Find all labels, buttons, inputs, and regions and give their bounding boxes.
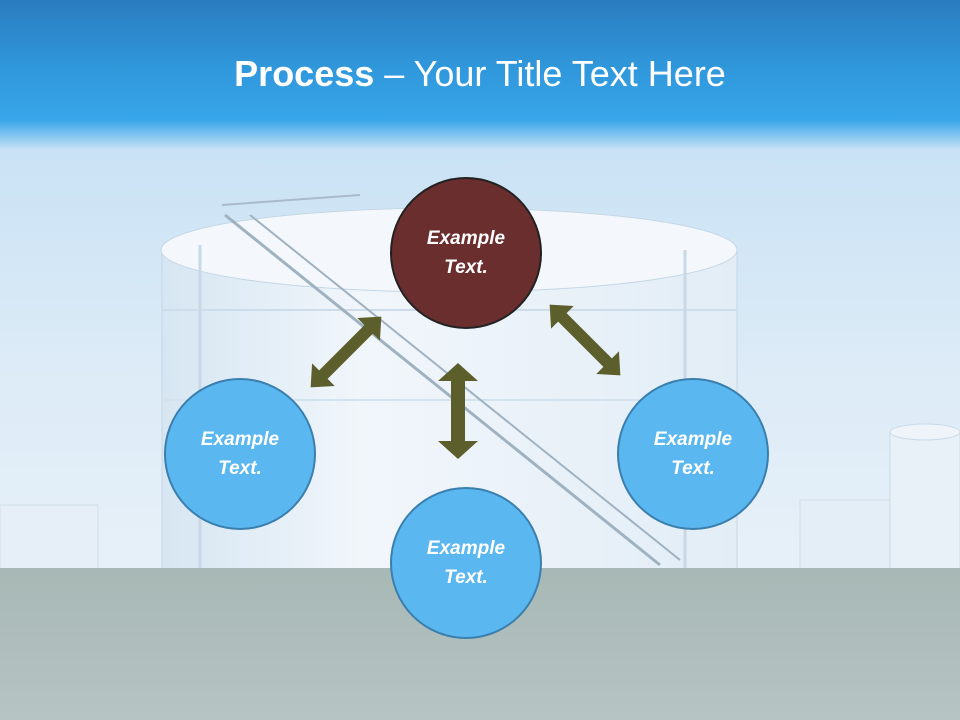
process-node-left-label: Example Text. (200, 429, 280, 479)
process-node-right[interactable]: Example Text. (617, 378, 769, 530)
process-node-bottom-label: Example Text. (426, 538, 506, 588)
title-bold-part: Process (234, 53, 375, 94)
process-node-top[interactable]: Example Text. (390, 177, 542, 329)
process-node-right-label: Example Text. (653, 429, 733, 479)
title-rest-part: – Your Title Text Here (374, 53, 726, 94)
process-node-left[interactable]: Example Text. (164, 378, 316, 530)
slide-title: Process – Your Title Text Here (0, 52, 960, 96)
title-band (0, 0, 960, 150)
process-node-bottom[interactable]: Example Text. (390, 487, 542, 639)
process-node-top-label: Example Text. (426, 228, 506, 278)
